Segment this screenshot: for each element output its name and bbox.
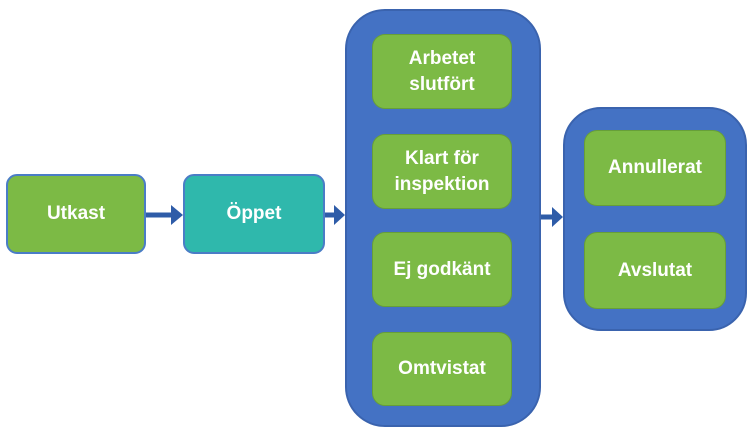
node-oppet: Öppet [183,174,325,254]
node-annullerat: Annullerat [584,130,726,206]
node-ej-godkant-label: Ej godkänt [393,258,491,280]
arrow-right-icon [146,205,183,225]
arrow-right-icon [541,207,563,227]
node-omtvistat: Omtvistat [372,332,512,406]
node-arbetet-slutfort: Arbetet slutfört [372,34,512,109]
group-final-statuses: Annullerat Avslutat [563,107,747,331]
node-omtvistat-label: Omtvistat [398,358,486,380]
node-oppet-label: Öppet [226,203,282,225]
node-klart-for-inspektion: Klart för inspektion [372,134,512,209]
node-avslutat: Avslutat [584,232,726,309]
node-avslutat-label: Avslutat [617,259,693,281]
node-klart-for-inspektion-label: Klart för inspektion [394,148,490,195]
node-annullerat-label: Annullerat [608,157,702,179]
node-arbetet-slutfort-label: Arbetet slutfört [408,48,476,95]
node-ej-godkant: Ej godkänt [372,232,512,307]
arrow-right-icon [325,205,345,225]
group-active-statuses: Arbetet slutfört Klart för inspektion Ej… [345,9,541,427]
node-utkast-label: Utkast [46,203,106,225]
node-utkast: Utkast [6,174,146,254]
